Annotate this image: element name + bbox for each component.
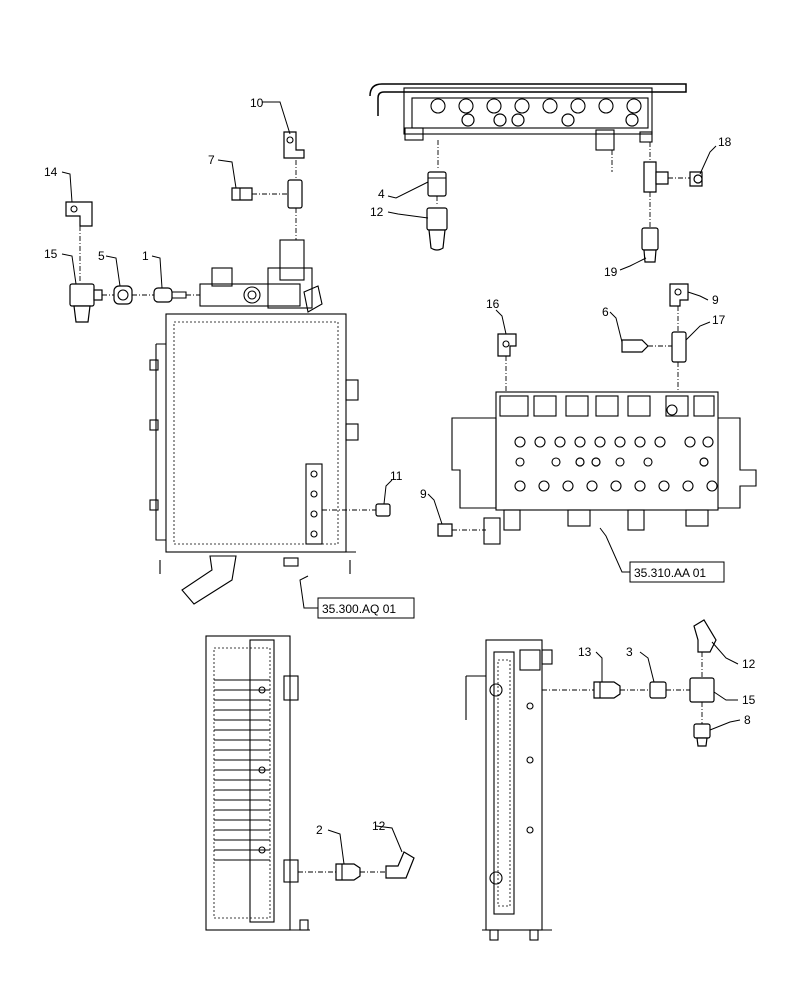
callout-12-lower: 12	[372, 819, 386, 833]
fitting-elbow-12-right	[693, 619, 717, 653]
fitting-tee-15-lower	[689, 677, 715, 703]
callout-2: 2	[316, 823, 323, 837]
callout-12-upper: 12	[370, 205, 384, 219]
fitting-adapter-2	[335, 863, 361, 881]
tank-port-block	[199, 239, 323, 313]
reference-valve-label: 35.310.AA 01	[634, 566, 706, 580]
leader-lines	[61, 101, 741, 865]
callout-11: 11	[390, 469, 403, 483]
fitting-adapter-1	[153, 287, 187, 303]
oil-cooler-side	[465, 639, 553, 941]
callout-13: 13	[578, 645, 592, 659]
callout-18: 18	[718, 135, 732, 149]
callout-15-upper: 15	[44, 247, 58, 261]
fitting-plug-3	[649, 681, 667, 699]
callout-17: 17	[712, 313, 726, 327]
fitting-plug-11	[375, 503, 391, 517]
fitting-elbow-12-lower	[385, 851, 415, 879]
callout-8: 8	[744, 713, 751, 727]
fitting-elbow-10	[283, 131, 305, 159]
callout-19: 19	[604, 265, 618, 279]
callout-1: 1	[142, 249, 149, 263]
fitting-adapter-13	[593, 681, 621, 699]
fitting-tee-17	[671, 331, 687, 363]
fitting-tee-15-upper	[69, 283, 103, 323]
callout-6: 6	[602, 305, 609, 319]
callout-16: 16	[486, 297, 500, 311]
fitting-plug-8	[693, 723, 711, 747]
fitting-elbow-9-lower	[437, 523, 453, 537]
fitting-plug-7	[231, 187, 253, 201]
fitting-elbow-18	[689, 171, 703, 187]
fitting-elbow-14	[65, 201, 93, 227]
callout-7: 7	[208, 153, 215, 167]
hydraulic-tank	[149, 313, 359, 605]
fitting-plug-5	[113, 285, 133, 305]
callout-9-lower: 9	[420, 487, 427, 501]
callout-12-right: 12	[742, 657, 756, 671]
reference-tank[interactable]: 35.300.AQ 01	[317, 597, 415, 619]
reference-valve[interactable]: 35.310.AA 01	[629, 561, 725, 583]
fitting-tee-upper	[287, 179, 303, 209]
reference-tank-label: 35.300.AQ 01	[322, 602, 396, 616]
fitting-elbow-16	[497, 333, 517, 357]
fitting-elbow-9-upper	[669, 283, 689, 307]
fitting-adapter-4	[427, 171, 447, 197]
callout-10: 10	[250, 96, 264, 110]
fitting-elbow-12-upper	[426, 207, 448, 251]
fitting-tee-18	[643, 161, 669, 193]
callout-15-lower: 15	[742, 693, 756, 707]
fitting-connector-19	[641, 227, 659, 263]
fitting-connector-6	[621, 339, 649, 353]
callout-9-upper: 9	[712, 293, 719, 307]
callout-3: 3	[626, 645, 633, 659]
upper-valve-manifold	[369, 83, 687, 151]
oil-cooler	[205, 635, 310, 931]
main-control-valve	[451, 391, 757, 545]
callout-4: 4	[378, 187, 385, 201]
callout-labels: 10 7 14 15 5 1 4 12 18 19 16 6 9 17 11 9…	[44, 96, 756, 837]
callout-5: 5	[98, 249, 105, 263]
callout-14: 14	[44, 165, 58, 179]
